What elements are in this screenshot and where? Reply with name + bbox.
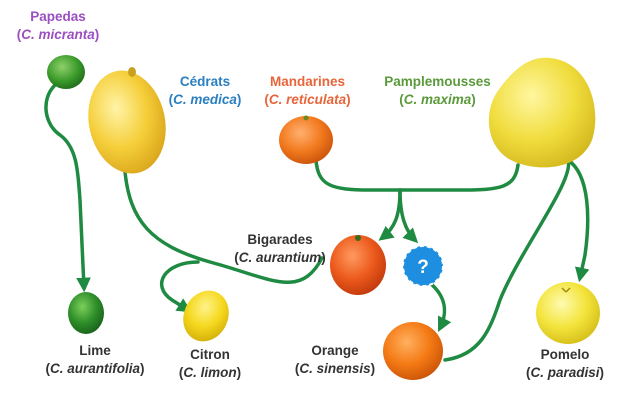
label-cedrats: Cédrats (C. medica) [155,73,255,109]
question-icon [402,245,444,287]
arrow-mandarine-branch [314,158,402,192]
arrow-to-question [398,188,419,244]
pamplemousses-name: Pamplemousses [384,74,491,89]
orange-name: Orange [311,343,359,358]
arrow-pamplemousse-to-orange [443,158,571,362]
cedrat-fruit-icon [88,67,166,174]
lineage-arrows [44,83,590,362]
label-mandarines: Mandarines (C. reticulata) [250,73,365,109]
pomelo-sci: C. paradisi [530,365,600,380]
arrow-to-bigarade [378,188,402,241]
question-mark: ? [417,257,429,278]
pomelo-name: Pomelo [540,347,590,362]
mandarines-name: Mandarines [269,74,346,89]
papeda-fruit-icon [47,55,85,89]
arrow-papeda-to-lime [44,83,91,293]
papedas-sci: C. micranta [21,27,95,42]
bigarade-fruit-icon [330,235,386,295]
citron-name: Citron [190,347,230,362]
orange-fruit-icon [383,322,443,380]
cedrats-sci: C. medica [173,92,237,107]
citron-sci: C. limon [183,365,237,380]
arrow-pamplemousse-to-pomelo [566,158,590,283]
label-bigarades: Bigarades (C. aurantium) [225,231,335,267]
label-orange: Orange (C. sinensis) [290,342,380,378]
label-pamplemousses: Pamplemousses (C. maxima) [380,73,495,109]
arrow-pamplemousse-branch [398,163,520,192]
mandarines-sci: C. reticulata [268,92,347,107]
arrow-bigarade-to-citron [159,260,200,313]
label-pomelo: Pomelo (C. paradisi) [515,346,615,382]
pamplemousse-fruit-icon [488,57,596,168]
bigarades-name: Bigarades [247,232,313,247]
pomelo-fruit-icon [536,282,600,344]
label-lime: Lime (C. aurantifolia) [40,342,150,378]
lime-sci: C. aurantifolia [49,361,140,376]
arrow-question-to-orange [428,281,452,332]
citron-fruit-icon [183,290,229,342]
label-papedas: Papedas (C. micranta) [8,8,108,44]
lime-fruit-icon [68,292,104,334]
lime-name: Lime [79,343,111,358]
orange-sci: C. sinensis [299,361,371,376]
mandarine-fruit-icon [279,115,333,164]
label-citron: Citron (C. limon) [170,346,250,382]
pamplemousses-sci: C. maxima [403,92,472,107]
cedrats-name: Cédrats [179,74,231,89]
bigarades-sci: C. aurantium [238,250,322,265]
papedas-name: Papedas [30,9,86,24]
arrow-cedrat-to-citron [123,170,324,284]
